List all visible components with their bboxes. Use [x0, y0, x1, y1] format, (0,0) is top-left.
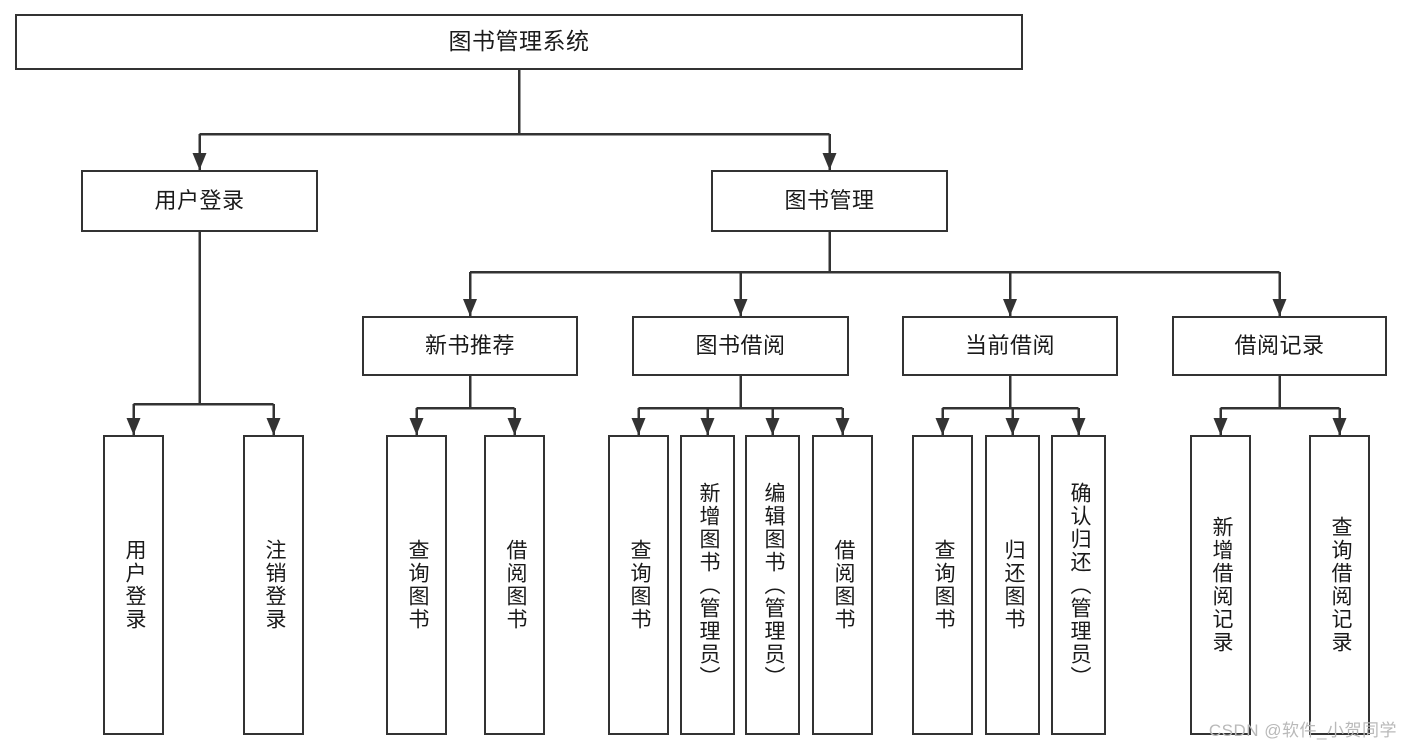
node-label-leaf-edit-book: 编辑图书（管理员） — [761, 481, 785, 689]
conn-book-manage-arrow-book-borrow — [733, 299, 748, 316]
conn-book-borrow-arrow-leaf-borrow-book-2 — [835, 418, 850, 435]
node-label-leaf-logout: 注销登录 — [262, 539, 286, 631]
node-leaf-confirm-return: 确认归还（管理员） — [1051, 435, 1106, 735]
node-book-borrow: 图书借阅 — [632, 316, 849, 376]
conn-book-manage-arrow-current-borrow — [1003, 299, 1017, 316]
node-leaf-logout: 注销登录 — [243, 435, 304, 735]
conn-root-arrow-user-login — [192, 153, 207, 170]
node-label-leaf-add-record: 新增借阅记录 — [1209, 516, 1233, 654]
node-leaf-query-book-3: 查询图书 — [912, 435, 973, 735]
node-label-current-borrow: 当前借阅 — [964, 332, 1055, 358]
node-label-user-login: 用户登录 — [154, 187, 245, 213]
conn-book-borrow-arrow-leaf-add-book — [700, 418, 715, 435]
node-label-root: 图书管理系统 — [448, 28, 590, 55]
conn-current-borrow-arrow-leaf-return-book — [1005, 418, 1020, 435]
node-label-leaf-query-book-3: 查询图书 — [931, 539, 955, 631]
node-new-book-rec: 新书推荐 — [362, 316, 578, 376]
node-label-book-manage: 图书管理 — [784, 187, 875, 213]
node-leaf-query-book-2: 查询图书 — [608, 435, 669, 735]
node-label-leaf-add-book: 新增图书（管理员） — [696, 481, 720, 689]
conn-user-login-arrow-leaf-user-login — [126, 418, 141, 435]
conn-book-manage-arrow-borrow-record — [1272, 299, 1287, 316]
node-label-leaf-confirm-return: 确认归还（管理员） — [1067, 481, 1091, 689]
node-book-manage: 图书管理 — [711, 170, 948, 232]
conn-book-borrow-arrow-leaf-query-book-2 — [631, 418, 646, 435]
node-user-login: 用户登录 — [81, 170, 318, 232]
node-leaf-edit-book: 编辑图书（管理员） — [745, 435, 800, 735]
conn-borrow-record-arrow-leaf-add-record — [1213, 418, 1228, 435]
conn-borrow-record-arrow-leaf-query-record — [1332, 418, 1347, 435]
node-leaf-add-record: 新增借阅记录 — [1190, 435, 1251, 735]
conn-current-borrow-arrow-leaf-query-book-3 — [935, 418, 950, 435]
conn-new-book-rec-arrow-leaf-borrow-book-1 — [507, 418, 522, 435]
node-label-borrow-record: 借阅记录 — [1234, 332, 1325, 358]
conn-book-manage-arrow-new-book-rec — [463, 299, 477, 316]
node-label-leaf-borrow-book-1: 借阅图书 — [503, 539, 527, 631]
node-leaf-borrow-book-1: 借阅图书 — [484, 435, 545, 735]
node-label-leaf-borrow-book-2: 借阅图书 — [831, 539, 855, 631]
node-label-new-book-rec: 新书推荐 — [424, 332, 515, 358]
node-leaf-add-book: 新增图书（管理员） — [680, 435, 735, 735]
conn-new-book-rec-arrow-leaf-query-book-1 — [409, 418, 424, 435]
node-label-leaf-user-login: 用户登录 — [122, 539, 146, 631]
conn-user-login-arrow-leaf-logout — [266, 418, 281, 435]
node-leaf-query-record: 查询借阅记录 — [1309, 435, 1370, 735]
node-label-leaf-query-book-2: 查询图书 — [627, 539, 651, 631]
node-leaf-return-book: 归还图书 — [985, 435, 1040, 735]
node-label-leaf-return-book: 归还图书 — [1001, 539, 1025, 631]
node-current-borrow: 当前借阅 — [902, 316, 1118, 376]
node-label-book-borrow: 图书借阅 — [695, 332, 786, 358]
node-borrow-record: 借阅记录 — [1172, 316, 1387, 376]
node-leaf-query-book-1: 查询图书 — [386, 435, 447, 735]
node-root: 图书管理系统 — [15, 14, 1023, 70]
conn-current-borrow-arrow-leaf-confirm-return — [1071, 418, 1086, 435]
node-leaf-user-login: 用户登录 — [103, 435, 164, 735]
conn-book-borrow-arrow-leaf-edit-book — [765, 418, 780, 435]
node-label-leaf-query-record: 查询借阅记录 — [1328, 516, 1352, 654]
conn-root-arrow-book-manage — [822, 153, 837, 170]
node-leaf-borrow-book-2: 借阅图书 — [812, 435, 873, 735]
node-label-leaf-query-book-1: 查询图书 — [405, 539, 429, 631]
